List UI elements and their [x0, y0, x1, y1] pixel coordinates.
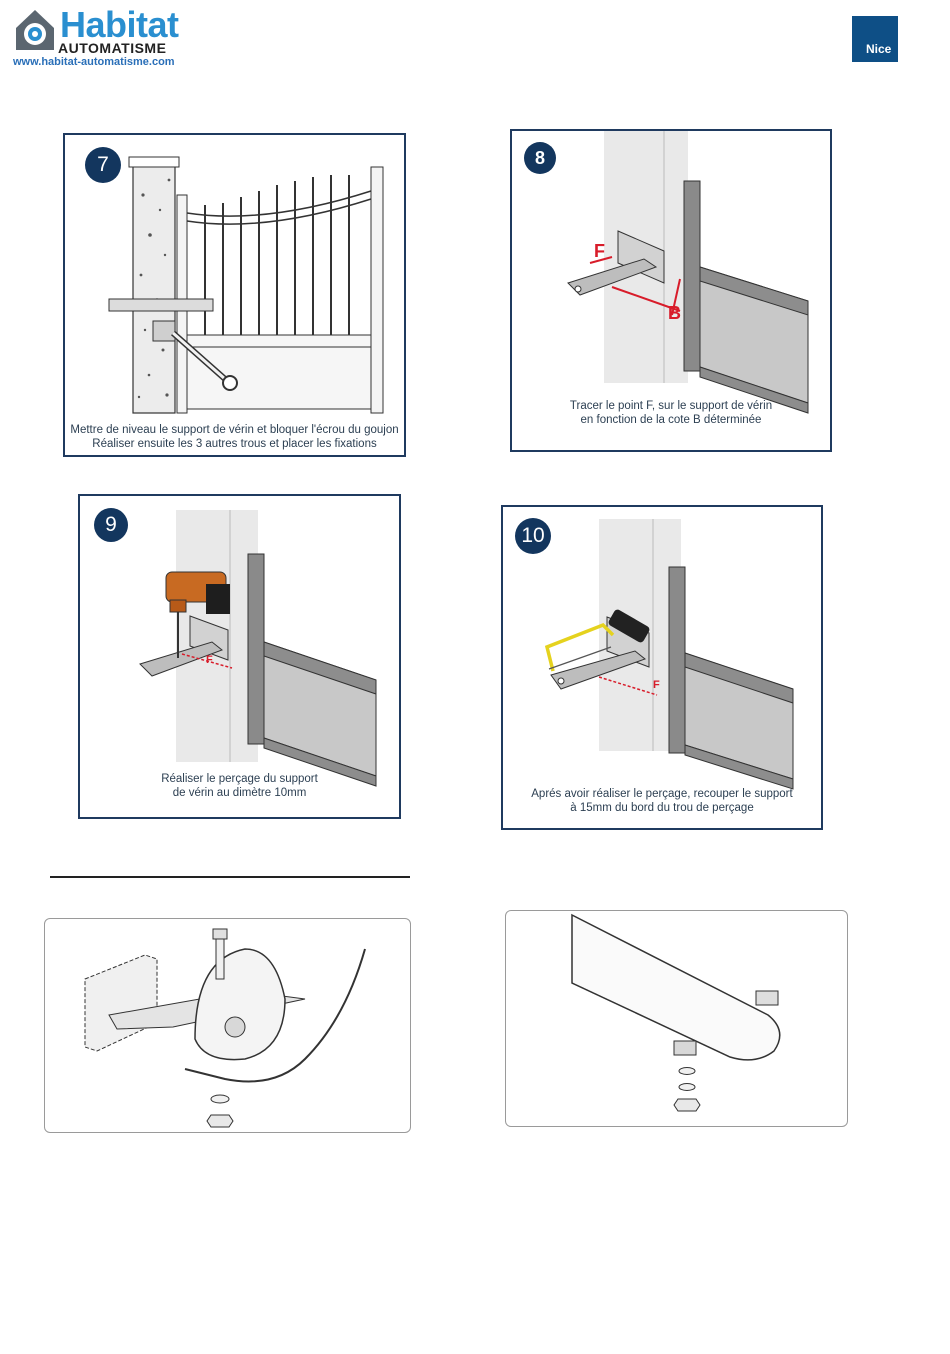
brand-name: Habitat	[60, 4, 179, 45]
bracket-marking-illustration	[567, 131, 809, 414]
step-9-panel: F 9 Réaliser le perçage du support de vé…	[78, 494, 401, 819]
caption-line: Tracer le point F, sur le support de vér…	[569, 400, 773, 412]
caption-line: à 15mm du bord du trou de perçage	[570, 802, 754, 814]
caption-line: Mettre de niveau le support de vérin et …	[70, 424, 399, 436]
step-8-panel: F B 8 Tracer le point F, sur le support …	[510, 129, 832, 452]
dimension-label-b: B	[668, 303, 681, 323]
section-divider	[50, 876, 410, 878]
brand-subtitle: AUTOMATISME	[58, 40, 167, 56]
step-badge: 7	[85, 147, 121, 183]
drilling-illustration	[139, 510, 377, 787]
caption-line: en fonction de la cote B déterminée	[580, 414, 762, 426]
actuator-bolt-drawing	[571, 913, 781, 1112]
cutting-illustration	[544, 519, 794, 790]
actuator-fixing-illustration	[505, 910, 848, 1127]
nice-logo	[852, 16, 898, 62]
step-badge: 10	[515, 518, 551, 554]
step-caption: Aprés avoir réaliser le perçage, recoupe…	[503, 787, 821, 815]
step-badge: 9	[94, 508, 128, 542]
caption-line: de vérin au dimètre 10mm	[172, 787, 307, 799]
step-7-panel: 7 Mettre de niveau le support de vérin e…	[63, 133, 406, 457]
dimension-label-f: F	[653, 679, 660, 691]
caption-line: Réaliser ensuite les 3 autres trous et p…	[92, 438, 377, 450]
bolt-assembly-drawing	[84, 928, 366, 1128]
step-badge: 8	[524, 142, 556, 174]
brand-url: www.habitat-automatisme.com	[13, 56, 175, 68]
step-10-panel: F 10 Aprés avoir réaliser le perçage, re…	[501, 505, 823, 830]
house-gear-icon	[16, 10, 54, 50]
dimension-label-f: F	[594, 241, 605, 261]
habitat-logo: Habitat AUTOMATISME www.habitat-automati…	[10, 4, 210, 70]
caption-line: Aprés avoir réaliser le perçage, recoupe…	[531, 788, 793, 800]
nice-logo-text: Nice	[866, 42, 892, 56]
motor-bracket-assembly-illustration	[44, 918, 411, 1133]
step-caption: Réaliser le perçage du support de vérin …	[80, 772, 399, 800]
step-caption: Mettre de niveau le support de vérin et …	[65, 423, 404, 451]
step-caption: Tracer le point F, sur le support de vér…	[512, 399, 830, 427]
dimension-label-f: F	[206, 654, 213, 666]
caption-line: Réaliser le perçage du support	[161, 773, 318, 785]
gate-leveling-illustration	[108, 156, 384, 414]
